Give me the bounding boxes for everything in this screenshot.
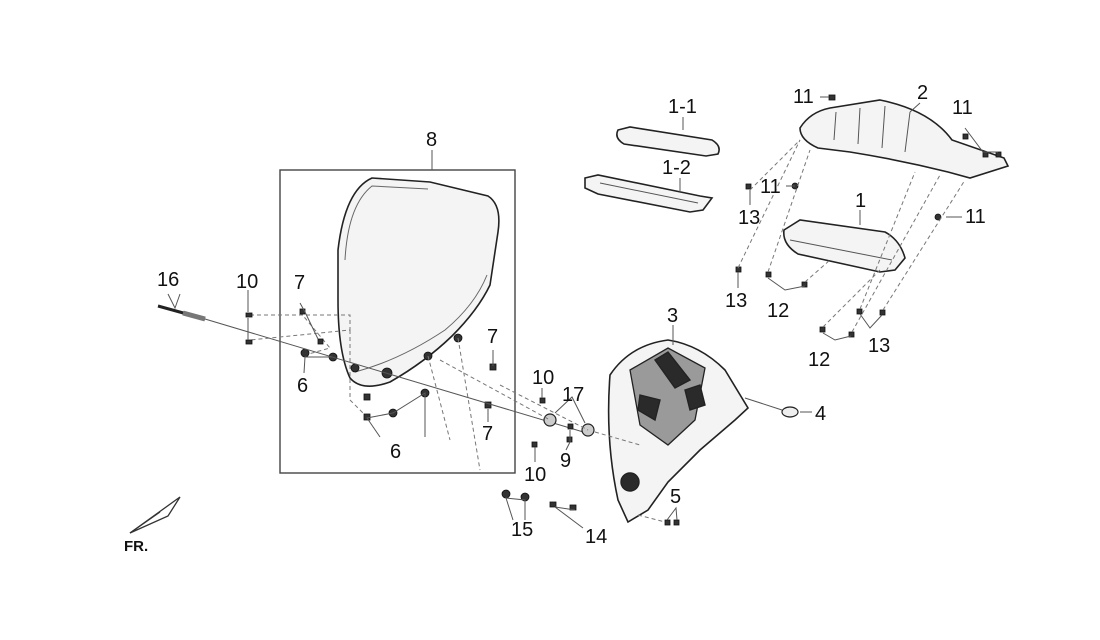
callout-13a: 13: [738, 207, 760, 229]
long-bolt: [157, 304, 591, 435]
callout-9: 9: [560, 450, 571, 472]
callout-6a: 6: [297, 375, 308, 397]
callout-labels: 1-1 1-2 1 2 3 4 5 6 6 7 7 7 8 9 10 10 10…: [157, 82, 986, 548]
meter-bracket-1-2: [584, 174, 714, 213]
callout-2: 2: [917, 82, 928, 104]
callout-1-1: 1-1: [668, 96, 697, 118]
screws-5: [637, 506, 680, 526]
grommet-4: [744, 397, 812, 418]
callout-1: 1: [855, 190, 866, 212]
meter-assembly-1: [782, 210, 906, 273]
callout-12b: 12: [808, 349, 830, 371]
callout-11b: 11: [952, 97, 973, 119]
callout-17: 17: [562, 384, 584, 406]
callout-13c: 13: [868, 335, 890, 357]
callout-1-2: 1-2: [662, 157, 691, 179]
callout-10b: 10: [532, 367, 554, 389]
meter-cover-2: [799, 99, 1010, 179]
meter-lens-1-1: [616, 117, 720, 157]
callout-5: 5: [670, 486, 681, 508]
callout-11d: 11: [965, 206, 986, 228]
callout-11c: 11: [760, 176, 781, 198]
callout-7a: 7: [294, 272, 305, 294]
callout-8: 8: [426, 129, 437, 151]
meter-leader-lines: [737, 96, 998, 341]
front-direction-indicator: FR.: [124, 496, 181, 555]
callout-12a: 12: [767, 300, 789, 322]
callout-16: 16: [157, 269, 179, 291]
callout-10c: 10: [524, 464, 546, 486]
callout-14: 14: [585, 526, 607, 548]
callout-6b: 6: [390, 441, 401, 463]
windscreen-assembly-frame: [279, 169, 516, 474]
callout-7b: 7: [487, 326, 498, 348]
callout-10a: 10: [236, 271, 258, 293]
callout-15: 15: [511, 519, 533, 541]
windscreen: [337, 177, 500, 387]
callout-3: 3: [667, 305, 678, 327]
callout-7c: 7: [482, 423, 493, 445]
callout-11a: 11: [793, 86, 814, 108]
center-hardware: [439, 359, 641, 529]
front-cover: [607, 325, 750, 524]
callout-13b: 13: [725, 290, 747, 312]
callout-4: 4: [815, 403, 826, 425]
meter-fasteners: [735, 94, 1002, 338]
front-label: FR.: [124, 538, 148, 555]
